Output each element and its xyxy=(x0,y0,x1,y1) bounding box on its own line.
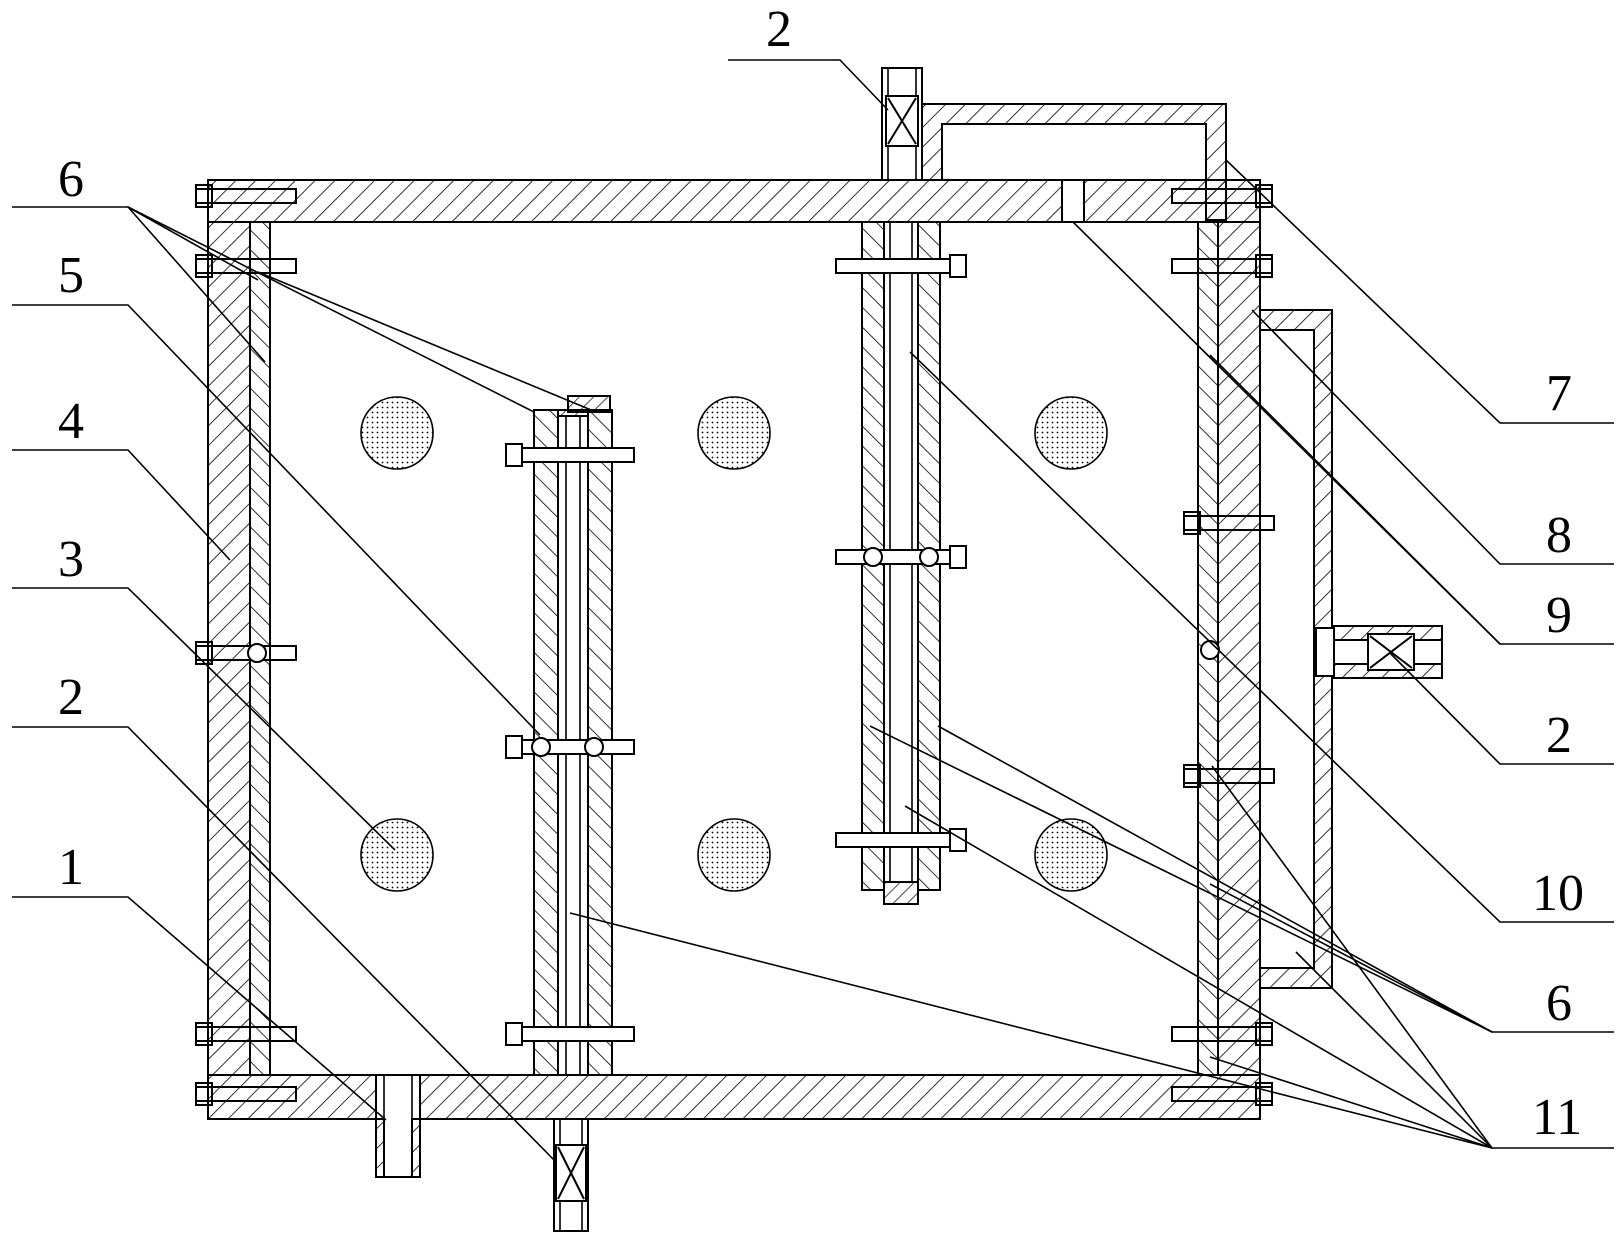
bottom-outlet-pipe xyxy=(375,1074,421,1178)
center-electrode xyxy=(835,67,1227,905)
tank-body xyxy=(207,179,1261,1120)
label-9: 9 xyxy=(1546,587,1572,644)
label-2-left: 2 xyxy=(58,669,84,726)
label-6-right: 6 xyxy=(1546,975,1572,1032)
left-electrode xyxy=(505,395,635,1232)
label-2-top: 2 xyxy=(766,1,792,58)
label-2-right: 2 xyxy=(1546,707,1572,764)
label-6-left: 6 xyxy=(58,151,84,208)
label-10: 10 xyxy=(1532,865,1584,922)
lid-port xyxy=(1061,179,1085,223)
label-7: 7 xyxy=(1546,365,1572,422)
top-lid xyxy=(207,179,1261,223)
callout-labels: 6 5 4 3 2 1 2 7 8 9 2 10 6 11 xyxy=(58,1,1584,1146)
label-4: 4 xyxy=(58,393,84,450)
label-3: 3 xyxy=(58,531,84,588)
label-8: 8 xyxy=(1546,507,1572,564)
left-wall-outer xyxy=(207,221,251,1076)
label-1: 1 xyxy=(58,839,84,896)
granules xyxy=(360,396,1108,892)
bottom-plate xyxy=(207,1074,1261,1120)
label-11: 11 xyxy=(1532,1089,1582,1146)
right-loop-pipe xyxy=(1259,309,1443,989)
leader-lines xyxy=(12,59,1614,1163)
bolts xyxy=(195,184,1275,1106)
right-wall-outer xyxy=(1217,221,1261,1076)
label-5: 5 xyxy=(58,247,84,304)
top-bypass-pipe xyxy=(921,103,1227,221)
